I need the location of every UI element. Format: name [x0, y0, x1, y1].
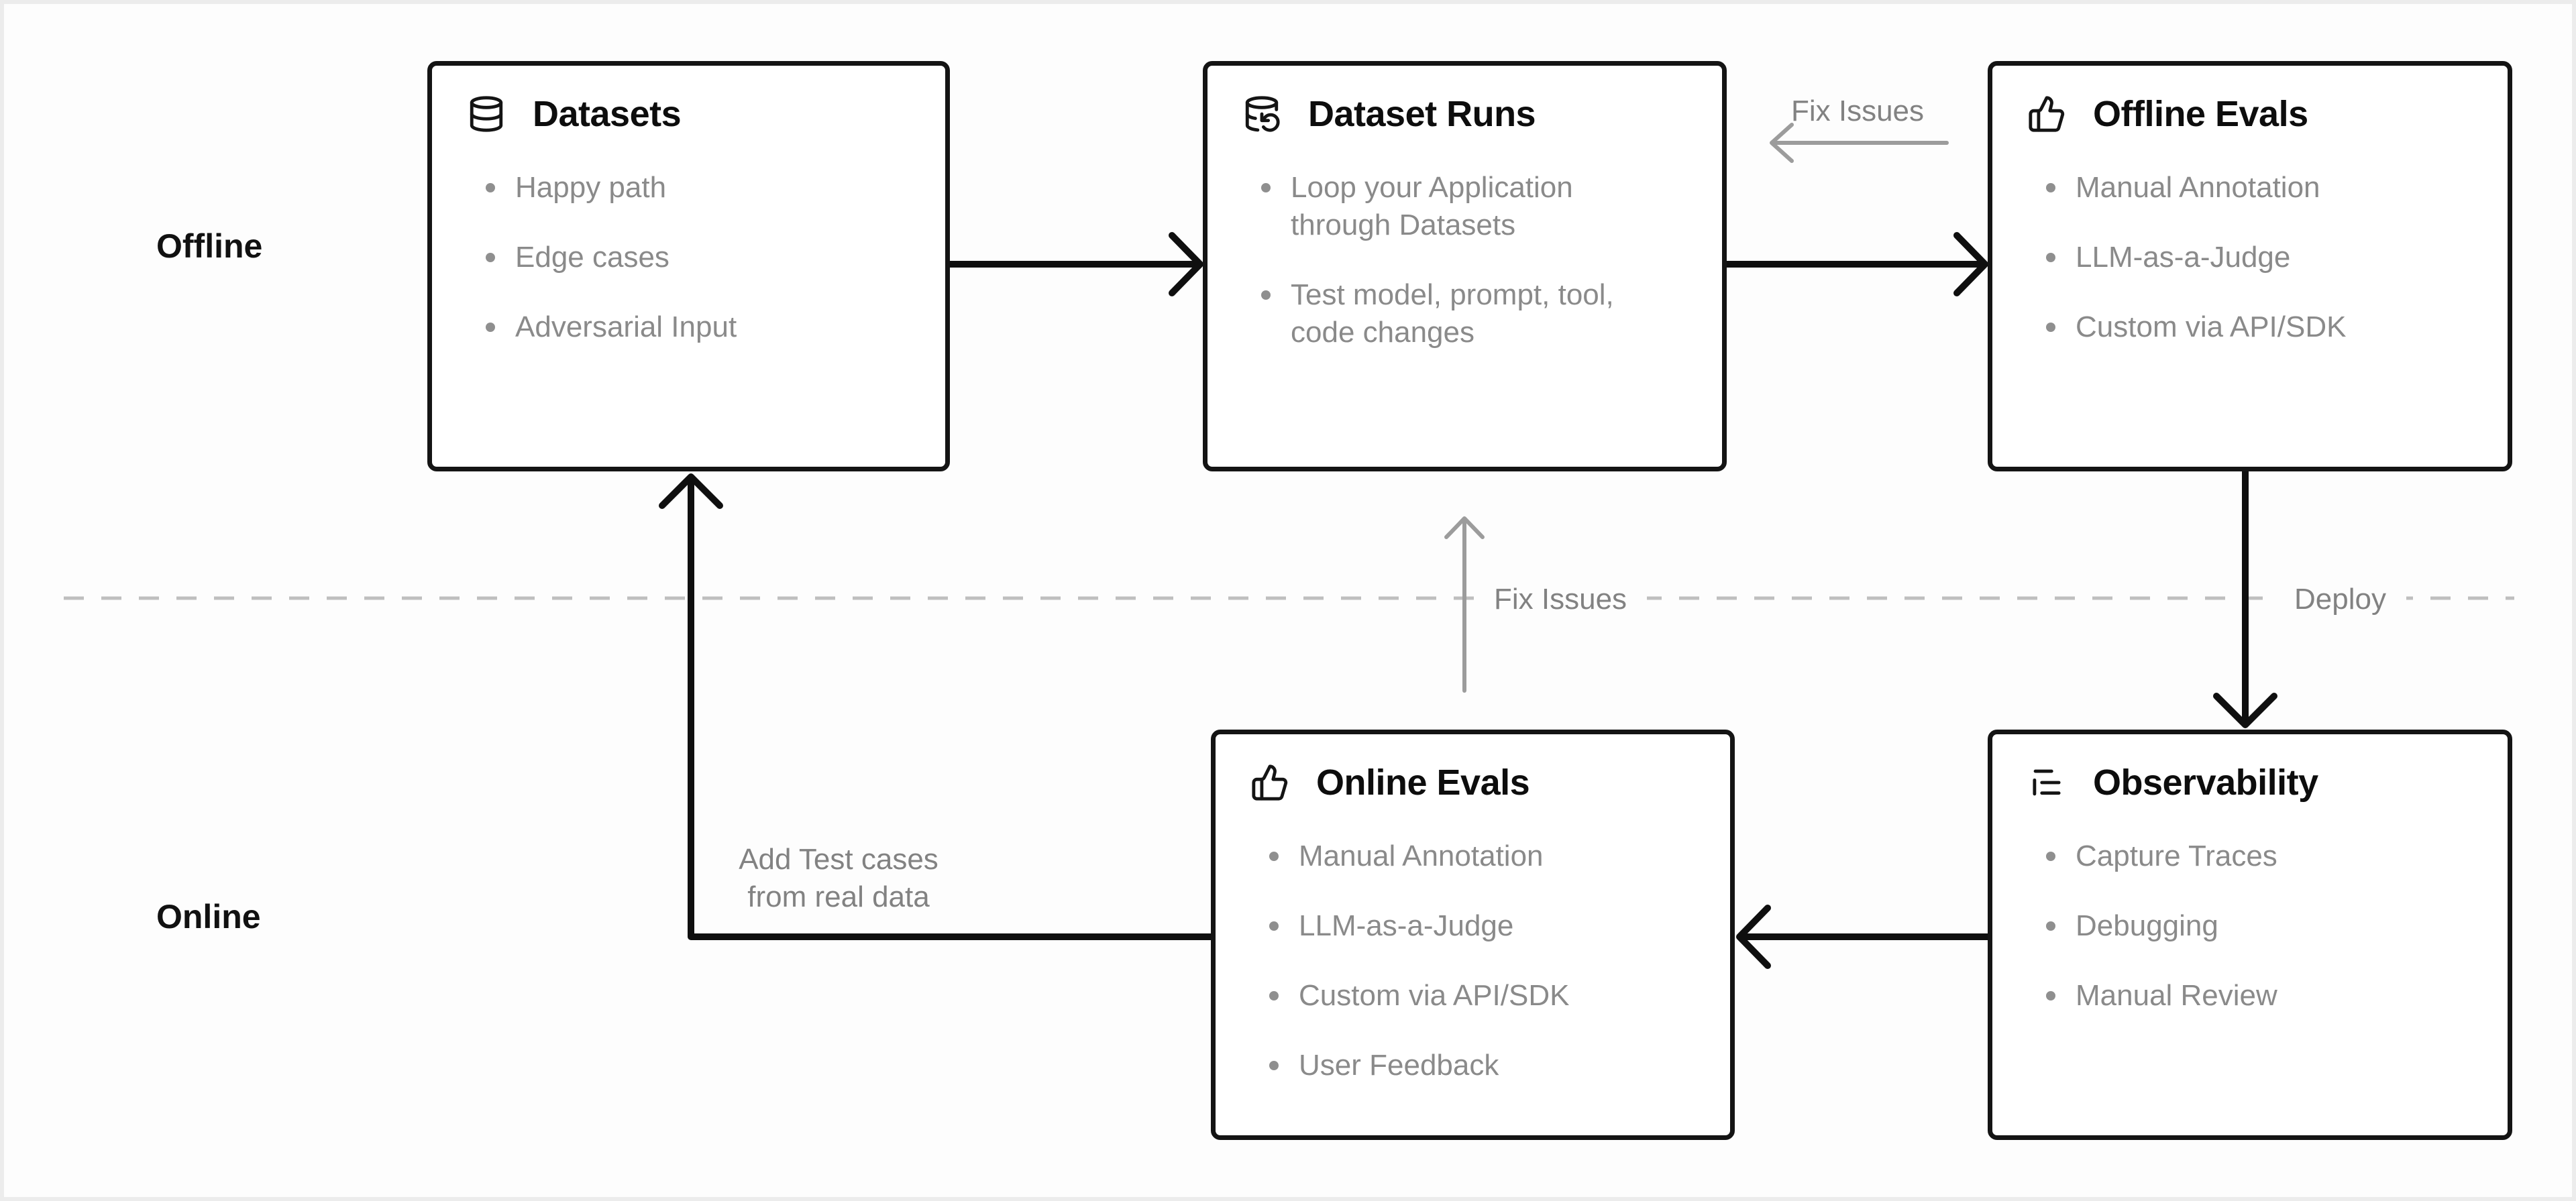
dataset-runs-header: Dataset Runs [1242, 93, 1698, 135]
database-refresh-icon [1242, 95, 1281, 133]
thumbs-up-icon [1250, 763, 1289, 802]
datasets-box: Datasets Happy path Edge cases Adversari… [427, 61, 950, 471]
dataset-runs-title: Dataset Runs [1308, 94, 1536, 134]
list-item: Happy path [486, 169, 891, 207]
offline-evals-box: Offline Evals Manual Annotation LLM-as-a… [1988, 61, 2512, 471]
list-item: LLM-as-a-Judge [2046, 239, 2451, 276]
list-item: Capture Traces [2046, 838, 2451, 875]
add-test-cases-label: Add Test cases from real data [698, 841, 979, 916]
offline-evals-header: Offline Evals [2027, 93, 2483, 135]
online-section-label: Online [156, 898, 261, 935]
observability-header: Observability [2027, 761, 2483, 804]
observability-box: Observability Capture Traces Debugging M… [1988, 730, 2512, 1140]
list-item: Manual Review [2046, 977, 2451, 1015]
list-item: Test model, prompt, tool, code changes [1261, 276, 1666, 351]
online-evals-header: Online Evals [1250, 761, 1706, 804]
database-icon [467, 95, 506, 133]
datasets-title: Datasets [533, 94, 682, 134]
dataset-runs-items: Loop your Application through Datasets T… [1242, 169, 1698, 351]
add-test-cases-line2: from real data [747, 880, 930, 913]
offline-evals-items: Manual Annotation LLM-as-a-Judge Custom … [2027, 169, 2483, 346]
offline-evals-title: Offline Evals [2093, 94, 2308, 134]
thumbs-up-icon [2027, 95, 2066, 133]
fix-issues-mid-label: Fix Issues [1474, 581, 1648, 618]
list-item: Custom via API/SDK [1269, 977, 1674, 1015]
list-item: Debugging [2046, 907, 2451, 945]
trace-list-icon [2027, 763, 2066, 802]
observability-title: Observability [2093, 762, 2318, 803]
online-evals-title: Online Evals [1316, 762, 1530, 803]
dataset-runs-box: Dataset Runs Loop your Application throu… [1203, 61, 1727, 471]
list-item: Custom via API/SDK [2046, 308, 2451, 346]
datasets-header: Datasets [467, 93, 921, 135]
online-evals-box: Online Evals Manual Annotation LLM-as-a-… [1211, 730, 1735, 1140]
list-item: Loop your Application through Datasets [1261, 169, 1666, 244]
list-item: Edge cases [486, 239, 891, 276]
observability-items: Capture Traces Debugging Manual Review [2027, 838, 2483, 1015]
offline-section-label: Offline [156, 227, 263, 265]
deploy-label: Deploy [2274, 581, 2406, 618]
add-test-cases-line1: Add Test cases [739, 843, 938, 876]
fix-issues-top-label: Fix Issues [1790, 95, 1925, 127]
online-evals-items: Manual Annotation LLM-as-a-Judge Custom … [1250, 838, 1706, 1084]
list-item: User Feedback [1269, 1047, 1674, 1084]
list-item: Manual Annotation [1269, 838, 1674, 875]
list-item: Adversarial Input [486, 308, 891, 346]
datasets-items: Happy path Edge cases Adversarial Input [467, 169, 921, 346]
list-item: Manual Annotation [2046, 169, 2451, 207]
list-item: LLM-as-a-Judge [1269, 907, 1674, 945]
